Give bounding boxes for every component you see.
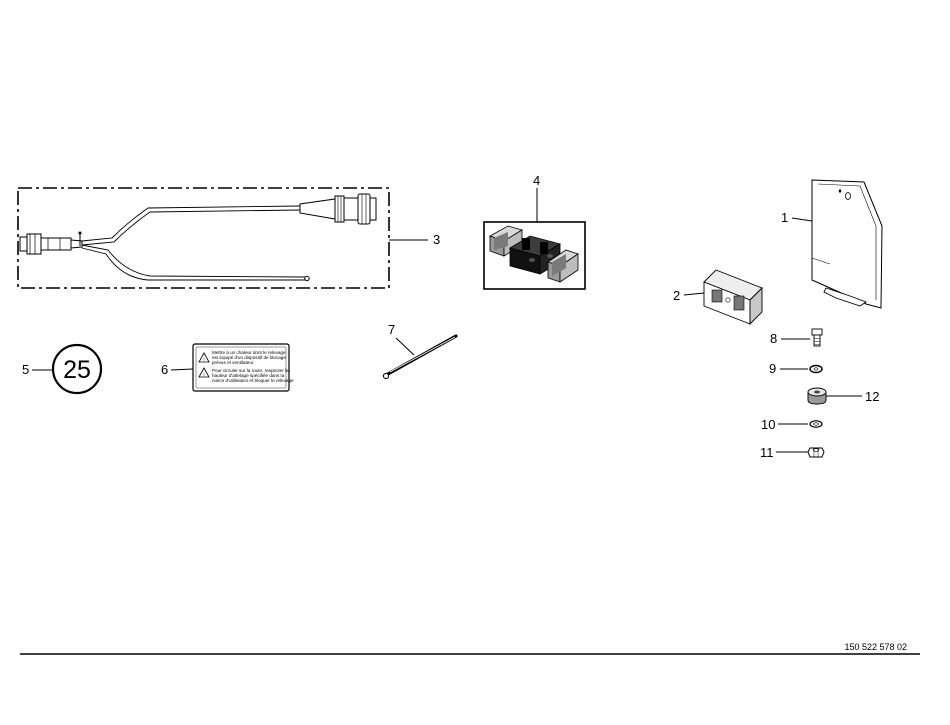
warning-text-line: Mettre à un chaleur dont le relevage: [212, 350, 286, 355]
warning-triangle-icon: [198, 352, 210, 363]
leader-2: [683, 292, 705, 296]
callout-3: 3: [433, 232, 440, 247]
document-number: 150 522 578 02: [844, 642, 907, 652]
harness-plug-right: [299, 193, 377, 225]
callout-1: 1: [781, 210, 788, 225]
callout-8: 8: [770, 331, 777, 346]
speed-sign-value: 25: [63, 356, 91, 384]
spacer-group: 12: [807, 387, 879, 405]
clamp-kit-group: 4: [483, 173, 586, 290]
hex-nut: [807, 447, 825, 458]
wiring-harness-group: 3: [17, 187, 440, 289]
callout-9: 9: [769, 361, 776, 376]
lock-washer-group: 9: [769, 361, 823, 376]
callout-5: 5: [22, 362, 29, 377]
harness-plug-left: [19, 231, 83, 255]
callout-2: 2: [673, 288, 680, 303]
leader-7: [395, 337, 415, 356]
svg-text:!: !: [203, 372, 204, 377]
warning-text-line: hauteur d'attelage spécifiée dans la: [212, 373, 285, 378]
leader-6: [170, 368, 194, 371]
warning-text-line: Pour circuler sur la route, respecter la: [212, 368, 289, 373]
cable-tie-group: 7: [382, 322, 458, 380]
callout-11: 11: [760, 445, 774, 460]
callout-12: 12: [865, 389, 879, 404]
warning-text-line: est équipé d'un dispositif de blocage: [212, 355, 286, 360]
callout-7: 7: [388, 322, 395, 337]
washer-group: 10: [761, 417, 823, 432]
warning-triangle-icon: [198, 367, 210, 378]
speed-sign-disc: [51, 343, 103, 395]
warning-label-group: 6 ! ! Mettre à un chaleur dont le releva…: [161, 343, 294, 392]
callout-6: 6: [161, 362, 168, 377]
grey-clamp-block-right: [547, 249, 579, 283]
grey-clamp-block-left: [489, 225, 523, 257]
screw-group: 8: [770, 328, 823, 347]
screw-shank: [813, 334, 821, 347]
screw-head: [811, 328, 823, 336]
mounting-bracket: [811, 179, 883, 309]
leader-1: [791, 217, 813, 222]
callout-10: 10: [761, 417, 775, 432]
svg-text:!: !: [203, 357, 204, 362]
warning-text-line: notice d'utilisation et bloquer le relev…: [212, 378, 294, 383]
warning-label-plate: [192, 343, 290, 392]
mounting-bracket-group: 1: [781, 179, 883, 309]
nut-group: 11: [760, 445, 825, 460]
black-clamp-block: [508, 235, 562, 275]
warning-text-line: prévus et ventilateur.: [212, 360, 254, 365]
callout-4: 4: [533, 173, 540, 188]
lamp-housing-group: 2: [673, 269, 763, 326]
speed-sign-group: 5 25: [22, 343, 103, 395]
harness-dashdot-frame: [17, 187, 390, 289]
harness-cables: [81, 205, 306, 281]
harness-wire-end: [304, 275, 310, 282]
